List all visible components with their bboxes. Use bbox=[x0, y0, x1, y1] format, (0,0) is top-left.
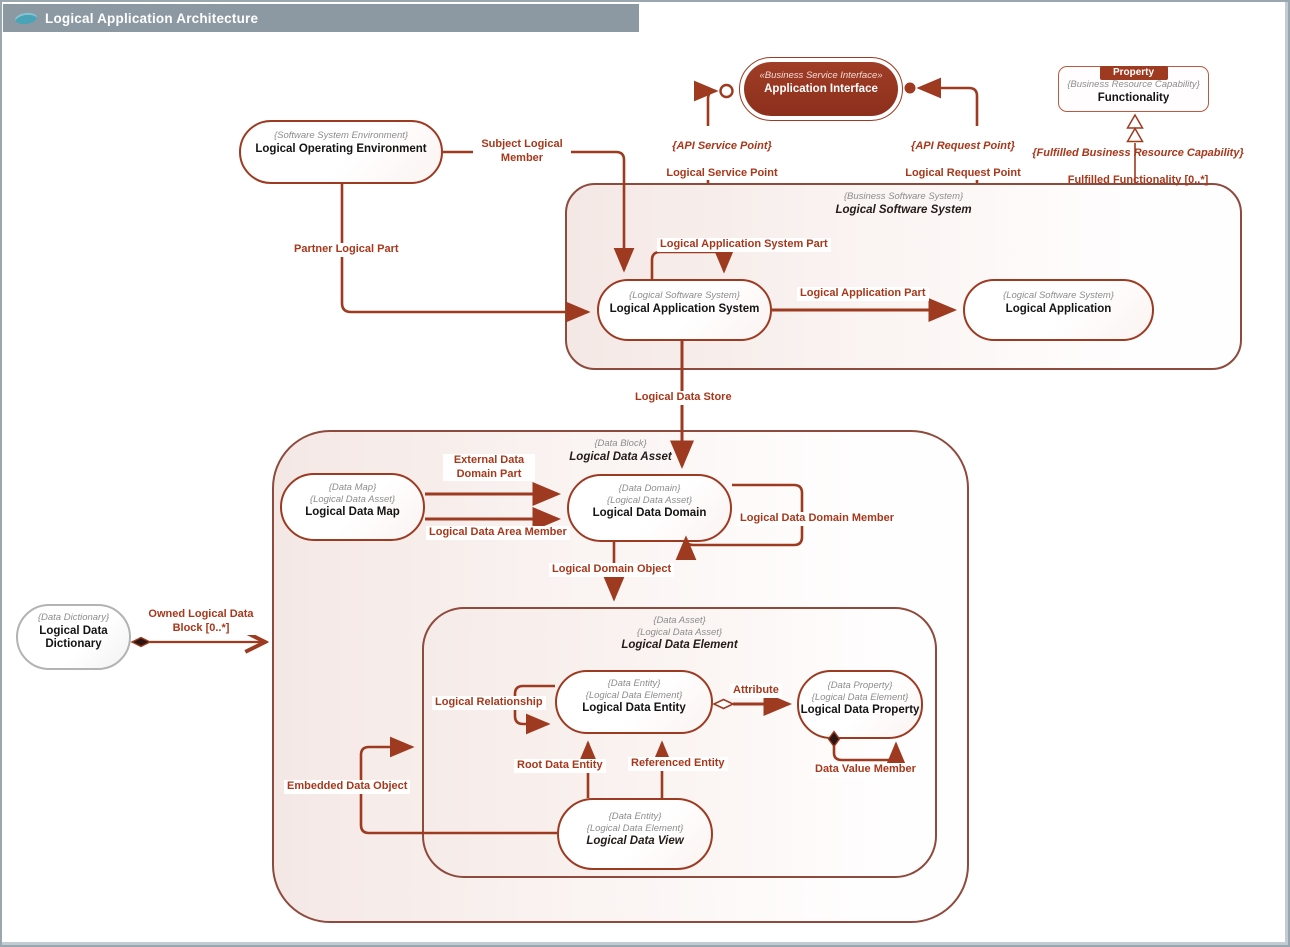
edge-label-partner-logical-part[interactable]: Partner Logical Part bbox=[291, 243, 402, 257]
application-interface-body: «Business Service Interface» Application… bbox=[744, 62, 898, 116]
node-name: Logical Data Map bbox=[305, 506, 400, 518]
node-logical-application[interactable]: {Logical Software System} Logical Applic… bbox=[963, 279, 1154, 341]
edge-label-name: Logical Service Point bbox=[666, 166, 778, 179]
stereotype: {Logical Data Element} bbox=[585, 689, 683, 701]
stereotype: {Data Block} bbox=[594, 438, 647, 449]
edge-label-logical-domain-object[interactable]: Logical Domain Object bbox=[549, 563, 675, 577]
node-name: Logical Data Dictionary bbox=[39, 624, 108, 651]
edge-label-logical-service-point[interactable]: {API Service Point} Logical Service Poin… bbox=[650, 126, 794, 180]
node-name: Logical Data View bbox=[586, 835, 684, 847]
stereotype: {Logical Data Element} bbox=[811, 691, 909, 703]
container-logical-software-system[interactable]: {Business Software System} Logical Softw… bbox=[565, 183, 1242, 370]
stereotype: {Business Software System} bbox=[843, 191, 964, 202]
stereotype: {Data Map} bbox=[328, 482, 377, 493]
stereotype: {Data Entity} bbox=[607, 678, 661, 689]
node-name: Functionality bbox=[1097, 91, 1170, 104]
container-name: Logical Data Asset bbox=[569, 450, 672, 463]
stereotype: {Logical Software System} bbox=[629, 290, 740, 301]
edge-label-root-data-entity[interactable]: Root Data Entity bbox=[514, 759, 606, 773]
node-name: Logical Application bbox=[1005, 302, 1112, 315]
edge-label-logical-relationship[interactable]: Logical Relationship bbox=[432, 696, 546, 710]
edge-label-subject-logical-member[interactable]: Subject Logical Member bbox=[473, 138, 571, 165]
container-name: Logical Software System bbox=[835, 203, 972, 216]
ball-connector-icon bbox=[904, 82, 916, 94]
node-name: Logical Data Property bbox=[800, 704, 920, 716]
stereotype: {Data Asset} bbox=[653, 615, 706, 626]
edge-label-referenced-entity[interactable]: Referenced Entity bbox=[628, 757, 728, 771]
edge-label-stereotype: {API Service Point} bbox=[672, 139, 772, 152]
edge-label-owned-logical-data-block[interactable]: Owned Logical Data Block [0..*] bbox=[142, 608, 260, 635]
node-logical-application-system[interactable]: {Logical Software System} Logical Applic… bbox=[597, 279, 772, 341]
stereotype: {Data Entity} bbox=[608, 811, 662, 822]
node-application-interface[interactable]: «Business Service Interface» Application… bbox=[739, 57, 903, 121]
edge-label-logical-application-part[interactable]: Logical Application Part bbox=[797, 287, 929, 301]
node-name: Application Interface bbox=[764, 82, 878, 95]
edge-label-logical-application-system-part[interactable]: Logical Application System Part bbox=[657, 238, 831, 252]
edge-label-embedded-data-object[interactable]: Embedded Data Object bbox=[284, 780, 411, 794]
diagram-title: Logical Application Architecture bbox=[45, 10, 259, 26]
container-name: Logical Data Element bbox=[621, 639, 738, 651]
node-logical-data-map[interactable]: {Data Map} {Logical Data Asset} Logical … bbox=[280, 473, 425, 541]
edge-label-logical-data-domain-member[interactable]: Logical Data Domain Member bbox=[737, 512, 898, 526]
stereotype: {Software System Environment} bbox=[273, 130, 409, 141]
edge-label-attribute[interactable]: Attribute bbox=[730, 684, 782, 698]
node-logical-data-property[interactable]: {Data Property} {Logical Data Element} L… bbox=[797, 670, 923, 739]
node-name: Logical Application System bbox=[609, 302, 760, 315]
node-logical-data-entity[interactable]: {Data Entity} {Logical Data Element} Log… bbox=[555, 670, 713, 734]
node-name: Logical Data Entity bbox=[582, 702, 686, 714]
node-logical-data-domain[interactable]: {Data Domain} {Logical Data Asset} Logic… bbox=[567, 474, 732, 542]
composition-diamond-icon bbox=[130, 636, 152, 648]
edge-label-logical-data-area-member[interactable]: Logical Data Area Member bbox=[426, 526, 570, 540]
node-functionality[interactable]: Property {Business Resource Capability} … bbox=[1058, 66, 1209, 112]
stereotype: {Logical Data Asset} bbox=[636, 626, 723, 638]
edge-label-name: Fulfilled Functionality [0..*] bbox=[1067, 173, 1209, 186]
stereotype: {Business Resource Capability} bbox=[1067, 79, 1200, 90]
stereotype: «Business Service Interface» bbox=[759, 70, 883, 81]
socket-connector-icon bbox=[719, 83, 734, 99]
generalization-triangle-icon bbox=[1126, 113, 1144, 129]
node-name: Logical Data Domain bbox=[592, 507, 707, 519]
node-logical-data-dictionary[interactable]: {Data Dictionary} Logical Data Dictionar… bbox=[16, 604, 131, 670]
stereotype: {Data Domain} bbox=[618, 483, 681, 494]
node-name: Logical Operating Environment bbox=[255, 142, 427, 155]
stereotype: {Logical Data Element} bbox=[586, 822, 684, 834]
node-logical-operating-environment[interactable]: {Software System Environment} Logical Op… bbox=[239, 120, 443, 184]
edge-label-logical-data-store[interactable]: Logical Data Store bbox=[632, 391, 735, 405]
diagram-tab-icon bbox=[14, 11, 38, 25]
stereotype: {Data Property} bbox=[827, 680, 893, 691]
diagram-title-bar: Logical Application Architecture bbox=[3, 4, 639, 32]
edge-label-data-value-member[interactable]: Data Value Member bbox=[812, 763, 919, 777]
edge-label-fulfilled-functionality[interactable]: {Fulfilled Business Resource Capability}… bbox=[1014, 133, 1262, 187]
edge-label-external-data-domain-part[interactable]: External Data Domain Part bbox=[443, 454, 535, 481]
property-tab: Property bbox=[1099, 66, 1168, 80]
stereotype: {Logical Software System} bbox=[1003, 290, 1114, 301]
edge-label-stereotype: {API Request Point} bbox=[911, 139, 1015, 152]
stereotype: {Logical Data Asset} bbox=[309, 493, 396, 505]
stereotype: {Data Dictionary} bbox=[37, 612, 110, 623]
stereotype: {Logical Data Asset} bbox=[606, 494, 693, 506]
edge-label-name: Logical Request Point bbox=[905, 166, 1021, 179]
edge-label-stereotype: {Fulfilled Business Resource Capability} bbox=[1032, 146, 1244, 159]
node-logical-data-view[interactable]: {Data Entity} {Logical Data Element} Log… bbox=[557, 798, 713, 870]
